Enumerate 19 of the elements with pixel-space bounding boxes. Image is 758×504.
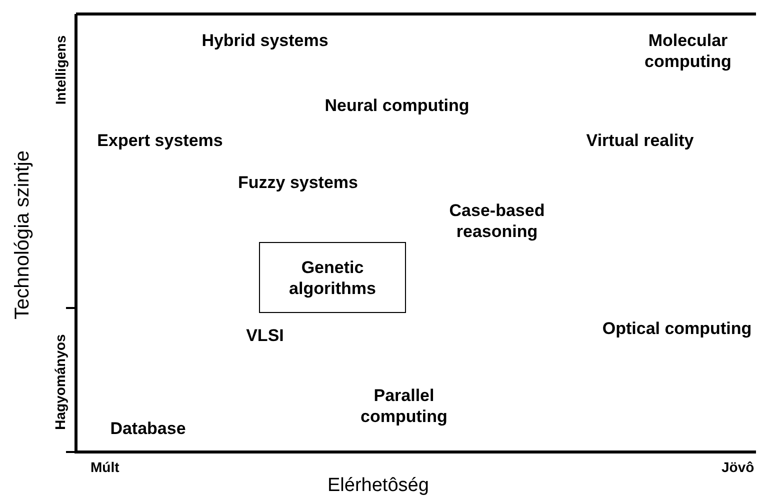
tech-label: Neural computing <box>324 95 470 116</box>
tech-label: Genetic algorithms <box>288 256 377 298</box>
tech-label: Case-based reasoning <box>448 200 546 242</box>
tech-label: Database <box>109 418 187 439</box>
tech-label: Virtual reality <box>585 130 695 151</box>
axis-label: Hagyományos <box>52 334 67 430</box>
tech-label: Expert systems <box>96 130 224 151</box>
tech-label: Fuzzy systems <box>237 172 359 193</box>
axis-label: Intelligens <box>53 35 68 105</box>
tech-label: VLSI <box>245 325 285 346</box>
tech-label: Optical computing <box>602 318 752 339</box>
highlight-box <box>259 242 406 313</box>
axis-label: Múlt <box>90 458 120 477</box>
axis-label: Jövô <box>722 458 754 477</box>
tech-label: Molecular computing <box>644 30 732 72</box>
tech-label: Hybrid systems <box>200 30 330 51</box>
axis-title: Technológia szintje <box>12 150 32 320</box>
axis-title: Elérhetôség <box>328 475 429 496</box>
tech-label: Parallel computing <box>360 385 448 427</box>
